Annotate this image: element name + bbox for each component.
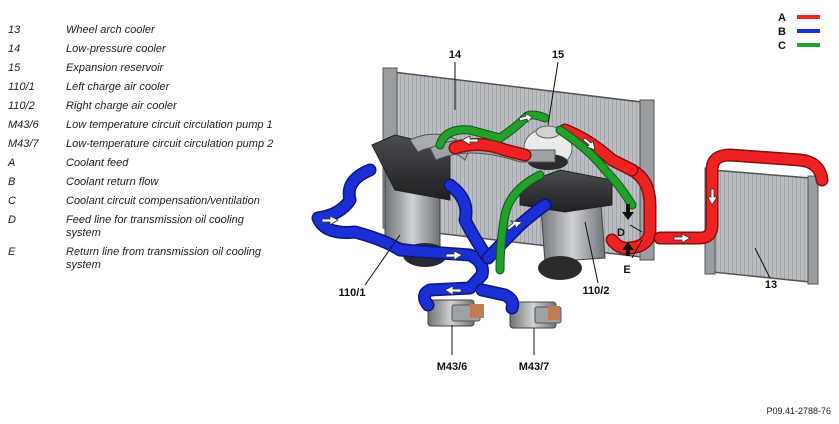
flow-arrow-icon [444, 285, 462, 296]
legend-code: C [8, 195, 16, 207]
legend-desc: Coolant feed [66, 157, 129, 169]
flow-arrow-icon [506, 220, 523, 231]
callout-wheel-arch-cooler: 13 [765, 279, 777, 291]
legend: 13 Wheel arch cooler 14 Low-pressure coole… [8, 24, 308, 278]
flow-arrow-icon [518, 112, 533, 123]
legend-code: 13 [8, 24, 21, 36]
flow-arrow-icon [321, 215, 339, 226]
legend-item: M43/7 Low-temperature circuit circulation… [8, 138, 308, 151]
legend-code: M43/6 [8, 119, 39, 131]
legend-item: 110/2 Right charge air cooler [8, 100, 308, 113]
legend-item: B Coolant return flow [8, 176, 308, 189]
legend-desc: Coolant circuit compensation/ventilation [66, 195, 260, 207]
legend-item: M43/6 Low temperature circuit circulation… [8, 119, 308, 132]
flow-arrow-icon [582, 137, 596, 151]
callout-low-pressure-cooler: 14 [449, 49, 462, 61]
legend-code: B [8, 176, 16, 188]
legend-code: 14 [8, 43, 21, 55]
legend-item: D Feed line for transmission oil cooling … [8, 214, 308, 240]
legend-item: 14 Low-pressure cooler [8, 43, 308, 56]
legend-item: E Return line from transmission oil cooli… [8, 246, 308, 272]
flow-arrow-icon [445, 250, 463, 261]
legend-code: E [8, 246, 16, 258]
legend-code: D [8, 214, 16, 226]
key-letter: C [778, 40, 786, 52]
key-letter: B [778, 26, 786, 38]
legend-item: 13 Wheel arch cooler [8, 24, 308, 37]
legend-desc: Low-temperature circuit circulation pump… [66, 138, 274, 150]
legend-item: 110/1 Left charge air cooler [8, 81, 308, 94]
flow-arrows [321, 112, 718, 296]
legend-item: 15 Expansion reservoir [8, 62, 308, 75]
legend-desc: Coolant return flow [66, 176, 159, 188]
key-letter: A [778, 12, 786, 24]
legend-desc: Expansion reservoir [66, 62, 164, 74]
legend-desc: Low temperature circuit circulation pump… [66, 119, 273, 131]
callout-return-line: E [623, 264, 630, 276]
return-arrow-icon [622, 242, 634, 256]
callout-expansion-reservoir: 15 [552, 49, 564, 61]
circulation-pump-2 [509, 301, 562, 329]
callout-right-charge-air-cooler: 110/2 [583, 285, 610, 297]
legend-desc: Low-pressure cooler [66, 43, 166, 55]
legend-item: C Coolant circuit compensation/ventilatio… [8, 195, 308, 208]
legend-code: M43/7 [8, 138, 39, 150]
flow-arrow-icon [461, 135, 479, 146]
figure-reference: P09.41-2788-76 [766, 406, 831, 416]
legend-desc: Feed line for transmission oil cooling s… [66, 214, 244, 239]
legend-desc: Right charge air cooler [66, 100, 177, 112]
callout-feed-line: D [617, 227, 625, 239]
feed-arrow-icon [622, 204, 634, 220]
legend-desc: Wheel arch cooler [66, 24, 155, 36]
legend-item: A Coolant feed [8, 157, 308, 170]
flow-arrow-icon [707, 188, 718, 206]
callout-pump-2: M43/7 [519, 361, 550, 373]
callout-pump-1: M43/6 [437, 361, 468, 373]
legend-code: 15 [8, 62, 21, 74]
legend-code: 110/2 [8, 100, 35, 112]
circulation-pump-1 [427, 299, 484, 327]
color-key: A B C [778, 12, 820, 52]
legend-desc: Left charge air cooler [66, 81, 170, 93]
legend-code: 110/1 [8, 81, 35, 93]
legend-desc: Return line from transmission oil coolin… [66, 246, 262, 271]
coolant-compensation-lines [435, 110, 637, 275]
flow-arrow-icon [673, 233, 691, 244]
legend-code: A [8, 157, 16, 169]
callout-left-charge-air-cooler: 110/1 [339, 287, 366, 299]
callout-lines [364, 61, 771, 355]
wheel-arch-cooler [704, 167, 819, 285]
